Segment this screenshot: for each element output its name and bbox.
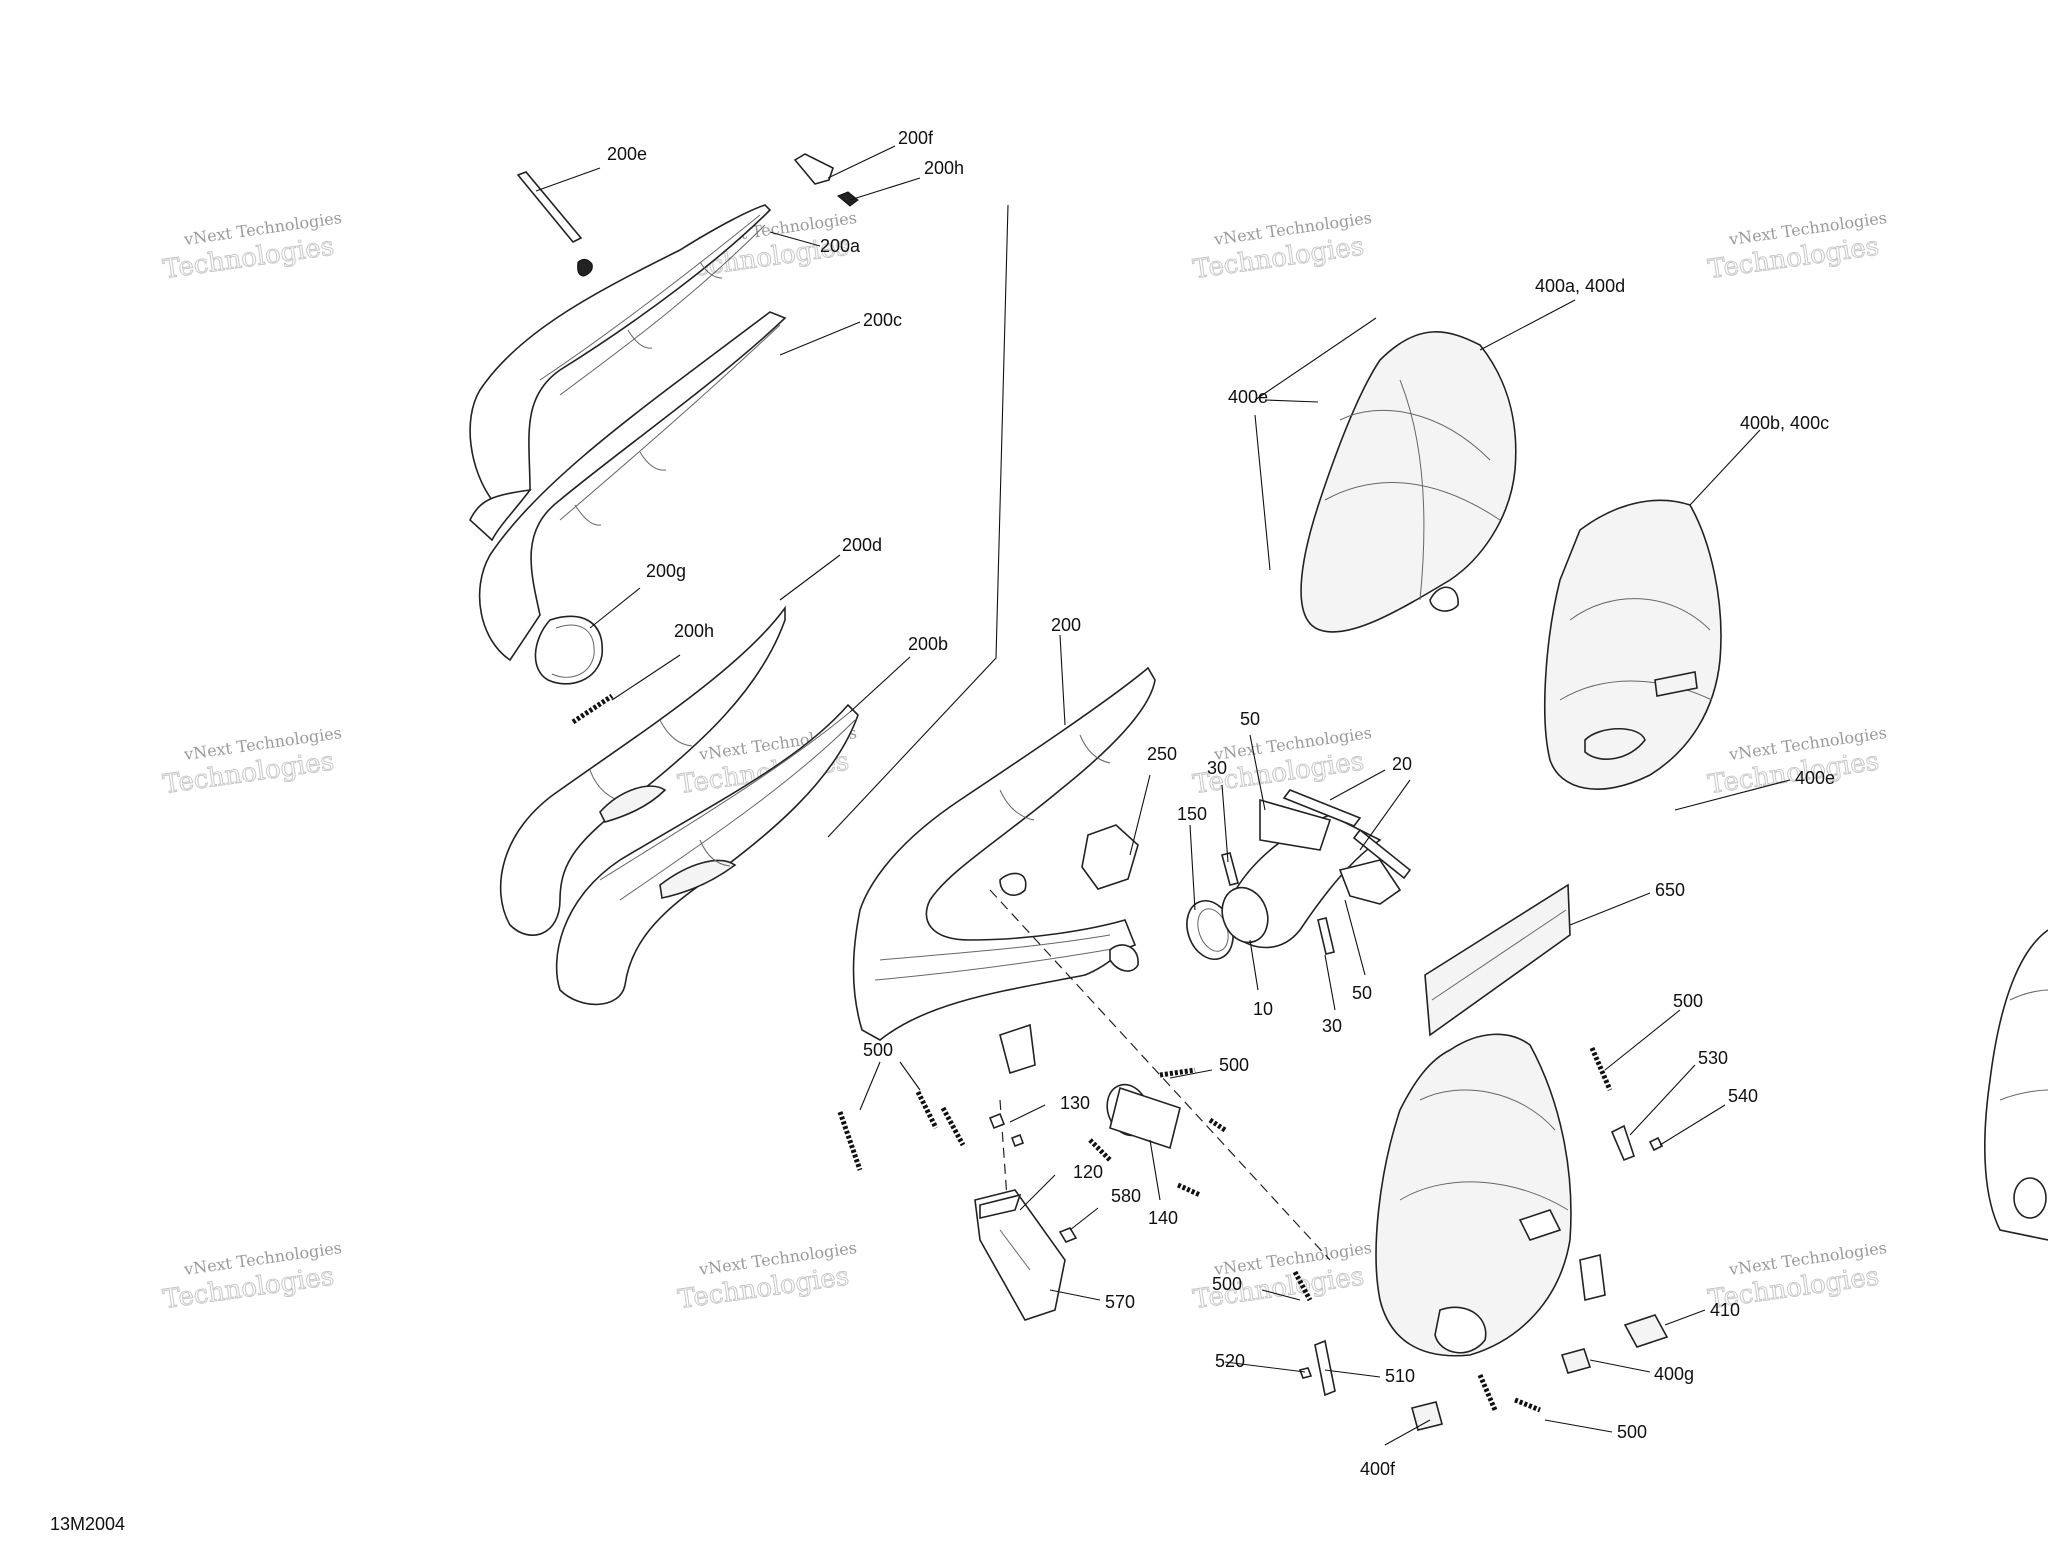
spring-500 <box>1208 1117 1227 1133</box>
watermark: vNext Technologies Technologies <box>1191 208 1373 286</box>
label-540: 540 <box>1728 1086 1758 1106</box>
engine-partial <box>1984 929 2048 1241</box>
ring-200g <box>534 615 603 685</box>
label-520: 520 <box>1215 1351 1245 1371</box>
coupler-140 <box>1106 1083 1181 1150</box>
label-400f: 400f <box>1360 1459 1396 1479</box>
alignment-line <box>989 889 1331 1261</box>
bracket-250 <box>1081 824 1139 890</box>
spring-500 <box>940 1106 966 1147</box>
diagram-code: 13M2004 <box>50 1514 126 1534</box>
bracket-510 <box>1314 1339 1336 1397</box>
label-400a-400d: 400a, 400d <box>1535 276 1625 296</box>
pipe-200f-clip <box>793 153 859 207</box>
pipe-200e-rod <box>516 171 593 277</box>
watermark: vNext Technologies Technologies <box>161 1238 343 1316</box>
label-200f: 200f <box>898 128 934 148</box>
label-200: 200 <box>1051 615 1081 635</box>
spring-500 <box>1477 1374 1498 1411</box>
label-200d: 200d <box>842 535 882 555</box>
pipe-200-main <box>852 666 1156 1075</box>
manifold-10 <box>1221 798 1402 949</box>
label-650: 650 <box>1655 880 1685 900</box>
label-130: 130 <box>1060 1093 1090 1113</box>
label-20: 20 <box>1392 754 1412 774</box>
nut-520 <box>1298 1367 1313 1379</box>
bolt-30-bottom <box>1317 917 1335 955</box>
label-200h: 200h <box>924 158 964 178</box>
spring-200h <box>571 693 614 725</box>
label-50-top: 50 <box>1240 709 1260 729</box>
muffler <box>1375 1033 1606 1357</box>
spring-500 <box>1088 1138 1112 1162</box>
label-570: 570 <box>1105 1292 1135 1312</box>
label-400e-right: 400e <box>1795 768 1835 788</box>
label-510: 510 <box>1385 1366 1415 1386</box>
watermark: vNext Technologies Technologies <box>1706 723 1888 801</box>
clip-530 <box>1610 1124 1635 1162</box>
label-10: 10 <box>1253 999 1273 1019</box>
bracket-570 <box>974 1189 1066 1321</box>
bolt-540 <box>1648 1136 1664 1152</box>
heat-shield-650 <box>1424 883 1571 1037</box>
label-200h-lower: 200h <box>674 621 714 641</box>
bolt-130 <box>988 1112 1006 1130</box>
leader-lines <box>535 145 1791 1446</box>
watermark: vNext Technologies Technologies <box>161 723 343 801</box>
label-150: 150 <box>1177 804 1207 824</box>
part-labels: 200e 200f 200h 200a 200c 200d 200g 200h … <box>607 128 1835 1479</box>
grommet-400g <box>1560 1348 1592 1374</box>
watermark: vNext Technologies Technologies <box>676 1238 858 1316</box>
label-140: 140 <box>1148 1208 1178 1228</box>
label-250: 250 <box>1147 744 1177 764</box>
label-500-bottom: 500 <box>1617 1422 1647 1442</box>
heat-shield-400a <box>1300 331 1517 633</box>
spring-500 <box>1514 1397 1541 1413</box>
nut-580 <box>1058 1227 1078 1243</box>
label-400b-400c: 400b, 400c <box>1740 413 1829 433</box>
label-200a: 200a <box>820 236 861 256</box>
label-530: 530 <box>1698 1048 1728 1068</box>
pipe-200a <box>469 204 772 542</box>
label-50-bottom: 50 <box>1352 983 1372 1003</box>
pipe-200c <box>478 311 787 662</box>
bolt-120 <box>1010 1133 1025 1148</box>
label-400e-top: 400e <box>1228 387 1268 407</box>
watermark: vNext Technologies Technologies <box>1706 208 1888 286</box>
label-500-right: 500 <box>1673 991 1703 1011</box>
label-200e: 200e <box>607 144 647 164</box>
label-200g: 200g <box>646 561 686 581</box>
heat-shield-400b <box>1543 499 1722 790</box>
label-400g: 400g <box>1654 1364 1694 1384</box>
label-580: 580 <box>1111 1186 1141 1206</box>
label-30-bottom: 30 <box>1322 1016 1342 1036</box>
spring-500 <box>1176 1182 1202 1198</box>
grommet-400f <box>1411 1401 1443 1431</box>
pipe-200b <box>555 703 859 1006</box>
label-500-mid: 500 <box>1219 1055 1249 1075</box>
gasket-20 <box>1282 789 1412 880</box>
spring-500 <box>837 1111 863 1171</box>
pipe-200d <box>499 605 786 936</box>
spring-500 <box>1589 1047 1613 1091</box>
leader-200-long <box>827 204 1009 838</box>
bolt-30-top <box>1221 852 1239 886</box>
label-410: 410 <box>1710 1300 1740 1320</box>
label-500-left: 500 <box>863 1040 893 1060</box>
label-120: 120 <box>1073 1162 1103 1182</box>
spring-500 <box>1159 1067 1196 1078</box>
sensor-410 <box>1623 1314 1669 1348</box>
label-500-lower: 500 <box>1212 1274 1242 1294</box>
spring-500 <box>1292 1270 1313 1302</box>
label-200b: 200b <box>908 634 948 654</box>
spring-500 <box>915 1090 939 1130</box>
watermark: vNext Technologies Technologies <box>161 208 343 286</box>
label-30-top: 30 <box>1207 758 1227 778</box>
label-200c: 200c <box>863 310 902 330</box>
